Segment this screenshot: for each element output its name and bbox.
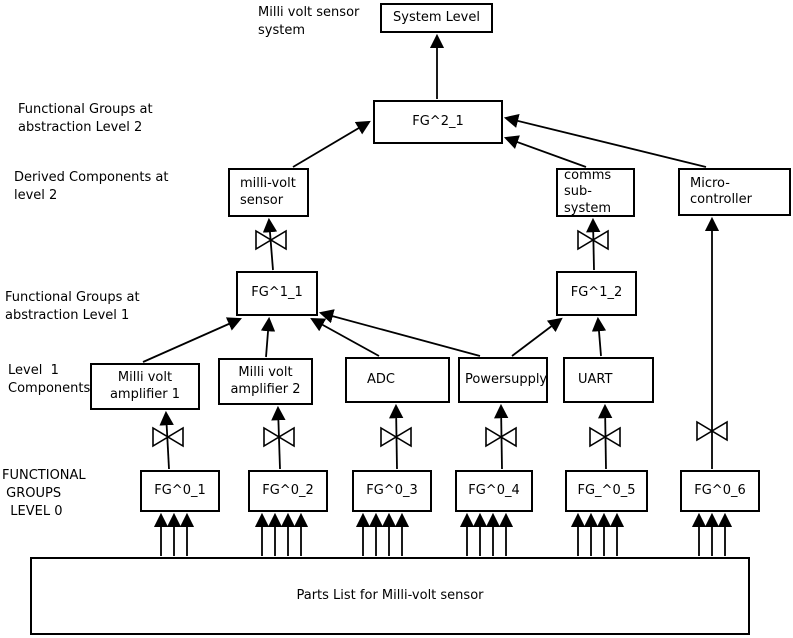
bowtie-icon [263, 426, 295, 448]
node-system-level: System Level [380, 3, 493, 33]
edge-fg1_1-to-sensor [262, 217, 278, 271]
edge-amp2-to-fg1_1 [260, 316, 276, 358]
edge-uart-to-fg1_2 [591, 316, 607, 357]
node-fg0-2: FG^0_2 [248, 470, 328, 512]
bowtie-icon [255, 229, 287, 251]
node-adc: ADC [345, 357, 450, 403]
node-fg0-1: FG^0_1 [140, 470, 220, 512]
node-parts-list: Parts List for Milli-volt sensor [30, 557, 750, 635]
label-level0-groups: FUNCTIONAL GROUPS LEVEL 0 [2, 468, 86, 520]
label-level2-derived: Derived Components at level 2 [14, 170, 169, 203]
edge-fg0_2-to-amp2 [271, 405, 286, 470]
node-fg1-1: FG^1_1 [236, 271, 318, 316]
edge-power-to-fg1_1 [318, 309, 481, 357]
node-comms-subsystem: comms sub-system [556, 168, 635, 217]
edge-amp1-to-fg1_1 [142, 317, 242, 363]
edge-power-to-fg1_2 [511, 317, 563, 357]
label-level1-groups: Functional Groups at abstraction Level 1 [5, 290, 140, 323]
node-fg0-5: FG_^0_5 [565, 470, 648, 512]
bowtie-icon [152, 426, 184, 448]
bowtie-icon [577, 229, 609, 251]
node-fg0-3: FG^0_3 [352, 470, 432, 512]
node-fg0-4: FG^0_4 [455, 470, 533, 512]
edge-group [142, 33, 720, 470]
bowtie-icon [380, 426, 412, 448]
node-fg1-2: FG^1_2 [556, 271, 637, 316]
node-fg0-6: FG^0_6 [680, 470, 760, 512]
label-level1-components: Level 1 Components [8, 363, 91, 396]
edge-micro-to-fg2 [503, 113, 707, 168]
edge-fg1_2-to-comms [586, 217, 601, 271]
node-millivolt-sensor: milli-volt sensor [228, 168, 309, 217]
parts-list-arrows [153, 512, 733, 556]
diagram-title: Milli volt sensor system [258, 5, 360, 38]
label-level2-groups: Functional Groups at abstraction Level 2 [18, 102, 153, 135]
node-powersupply: Powersupply [458, 357, 548, 403]
node-amp2: Milli volt amplifier 2 [218, 358, 313, 405]
edge-sensor-to-fg2 [292, 120, 371, 168]
node-micro-controller: Micro- controller [678, 168, 791, 216]
edge-fg0_1-to-amp1 [159, 410, 174, 470]
bowtie-icon [589, 426, 621, 448]
node-uart: UART [563, 357, 654, 403]
node-fg2-1: FG^2_1 [373, 100, 503, 144]
bowtie-icon [485, 426, 517, 448]
derivation-bowties [152, 229, 728, 448]
edge-adc-to-fg1_1 [310, 317, 380, 357]
edge-comms-to-fg2 [503, 135, 587, 168]
node-amp1: Milli volt amplifier 1 [90, 363, 200, 410]
bowtie-icon [696, 420, 728, 442]
